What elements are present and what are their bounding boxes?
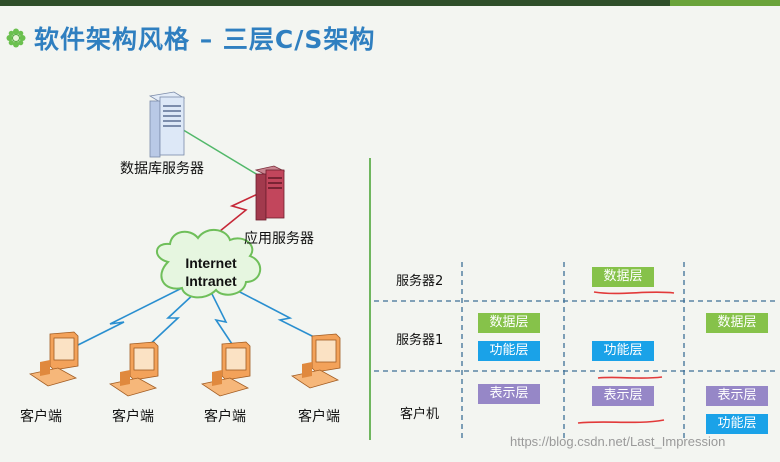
col2-function-layer: 功能层 (592, 341, 654, 361)
db-server-label: 数据库服务器 (120, 161, 204, 177)
row-label-client: 客户机 (400, 407, 440, 422)
col3-data-layer: 数据层 (706, 313, 768, 333)
col2-presentation-layer: 表示层 (592, 386, 654, 406)
top-bar (0, 0, 780, 6)
cloud-line1: Internet (185, 255, 237, 271)
cloud-line2: Intranet (185, 273, 237, 289)
app-server-label: 应用服务器 (244, 231, 314, 247)
network-diagram (28, 91, 341, 397)
client-computer-icon-1 (28, 331, 79, 387)
client2-link (145, 291, 197, 349)
client-label-2: 客户端 (112, 409, 154, 425)
flower-bullet-icon (6, 28, 26, 48)
app-cloud-link (203, 191, 263, 245)
client3-link (211, 293, 237, 351)
client-computer-icon-2 (108, 341, 159, 397)
col1-data-layer: 数据层 (478, 313, 540, 333)
divider-line (369, 158, 371, 440)
client-label-3: 客户端 (204, 409, 246, 425)
watermark: https://blog.csdn.net/Last_Impression (510, 434, 726, 449)
client-label-1: 客户端 (20, 409, 62, 425)
page-title: 软件架构风格 – 三层C/S架构 (34, 25, 376, 54)
title-row: 软件架构风格 – 三层C/S架构 (6, 20, 375, 56)
col1-presentation-layer: 表示层 (478, 384, 540, 404)
client-computer-icon-3 (200, 341, 251, 397)
col3-function-layer: 功能层 (706, 414, 768, 434)
row-label-server1: 服务器1 (396, 333, 444, 348)
client1-link (77, 285, 187, 346)
client-computer-icon-4 (290, 333, 341, 389)
application-server-icon (254, 165, 286, 221)
client4-link (235, 289, 321, 341)
database-server-icon (148, 91, 186, 158)
red-underlines (577, 291, 675, 424)
col3-presentation-layer: 表示层 (706, 386, 768, 406)
col2-data-layer: 数据层 (592, 267, 654, 287)
col1-function-layer: 功能层 (478, 341, 540, 361)
network-cloud-icon (156, 229, 261, 299)
row-label-server2: 服务器2 (396, 274, 444, 289)
db-app-link (179, 127, 259, 176)
client-label-4: 客户端 (298, 409, 340, 425)
top-bar-accent (670, 0, 780, 6)
